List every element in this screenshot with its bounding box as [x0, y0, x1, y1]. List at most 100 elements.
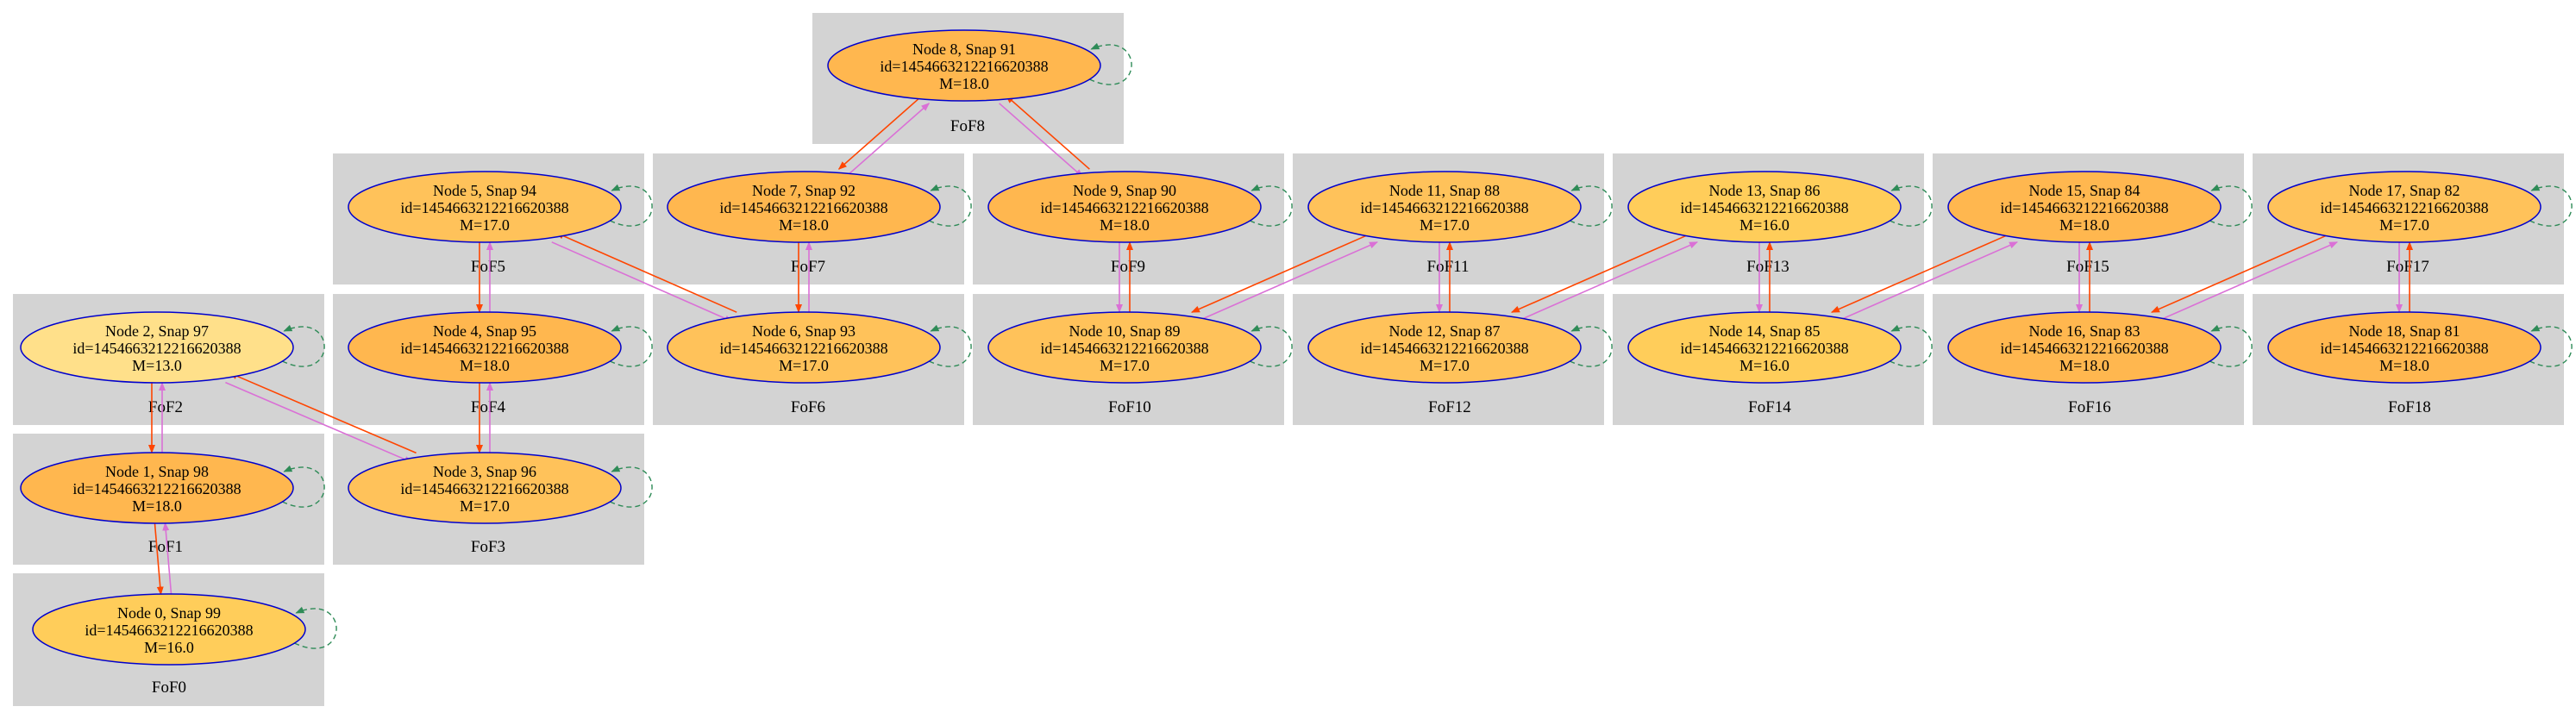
node-ellipse[interactable]	[827, 29, 1101, 102]
tree-node-17[interactable]: Node 17, Snap 82id=1454663212216620388M=…	[2267, 171, 2573, 243]
descendant-edge	[162, 522, 172, 594]
node-ellipse[interactable]	[667, 171, 941, 243]
self-loop-edge	[1250, 324, 1293, 367]
node-ellipse[interactable]	[1627, 171, 1902, 243]
cluster-label: FoF3	[471, 538, 505, 556]
node-mass: M=18.0	[132, 497, 182, 515]
self-loop-edge	[2529, 324, 2573, 367]
tree-node-11[interactable]: Node 11, Snap 88id=1454663212216620388M=…	[1307, 171, 1613, 243]
cluster-label: FoF14	[1748, 398, 1791, 416]
node-title: Node 1, Snap 98	[105, 463, 209, 480]
tree-node-9[interactable]: Node 9, Snap 90id=1454663212216620388M=1…	[987, 171, 1293, 243]
node-mass: M=13.0	[132, 357, 182, 374]
node-ellipse[interactable]	[987, 171, 1262, 243]
node-mass: M=18.0	[2059, 357, 2109, 374]
self-loop-edge	[1890, 324, 1933, 367]
tree-node-13[interactable]: Node 13, Snap 86id=1454663212216620388M=…	[1627, 171, 1933, 243]
node-title: Node 18, Snap 81	[2349, 322, 2460, 340]
self-loop-edge	[1570, 184, 1613, 227]
tree-node-7[interactable]: Node 7, Snap 92id=1454663212216620388M=1…	[667, 171, 972, 243]
self-loop-edge	[1250, 184, 1293, 227]
descendant-edge	[225, 381, 413, 464]
node-id: id=1454663212216620388	[2320, 340, 2488, 357]
edge-layer	[148, 95, 2413, 596]
descendant-edge	[1195, 241, 1378, 322]
self-loop-edge	[929, 324, 972, 367]
node-title: Node 14, Snap 85	[1709, 322, 1821, 340]
node-title: Node 4, Snap 95	[433, 322, 536, 340]
node-title: Node 12, Snap 87	[1389, 322, 1501, 340]
self-loop-edge	[2209, 184, 2253, 227]
cluster-label: FoF16	[2068, 398, 2111, 416]
cluster-label: FoF8	[950, 117, 985, 135]
node-ellipse[interactable]	[2267, 311, 2542, 384]
self-loop-edge	[2529, 184, 2573, 227]
cluster-label: FoF9	[1111, 258, 1145, 276]
tree-node-12[interactable]: Node 12, Snap 87id=1454663212216620388M=…	[1307, 311, 1613, 384]
node-ellipse[interactable]	[348, 171, 622, 243]
node-ellipse[interactable]	[1307, 311, 1582, 384]
node-mass: M=17.0	[2379, 216, 2429, 234]
progenitor-edge	[837, 95, 923, 170]
self-loop-edge	[1089, 42, 1132, 85]
progenitor-edge	[1511, 232, 1694, 313]
node-id: id=1454663212216620388	[85, 622, 253, 639]
tree-node-6[interactable]: Node 6, Snap 93id=1454663212216620388M=1…	[667, 311, 972, 384]
node-title: Node 11, Snap 88	[1389, 182, 1500, 199]
node-ellipse[interactable]	[1627, 311, 1902, 384]
tree-node-1[interactable]: Node 1, Snap 98id=1454663212216620388M=1…	[20, 452, 325, 524]
tree-node-15[interactable]: Node 15, Snap 84id=1454663212216620388M=…	[1947, 171, 2253, 243]
node-id: id=1454663212216620388	[719, 340, 887, 357]
cluster-label: FoF15	[2066, 258, 2109, 276]
tree-node-0[interactable]: Node 0, Snap 99id=1454663212216620388M=1…	[32, 593, 337, 666]
node-ellipse[interactable]	[1947, 171, 2222, 243]
tree-node-5[interactable]: Node 5, Snap 94id=1454663212216620388M=1…	[348, 171, 653, 243]
progenitor-edge	[1831, 232, 2014, 313]
node-id: id=1454663212216620388	[400, 199, 568, 216]
progenitor-edge	[154, 523, 164, 596]
node-ellipse[interactable]	[1947, 311, 2222, 384]
node-ellipse[interactable]	[2267, 171, 2542, 243]
tree-node-8[interactable]: Node 8, Snap 91id=1454663212216620388M=1…	[827, 29, 1132, 102]
node-id: id=1454663212216620388	[2000, 340, 2168, 357]
tree-node-3[interactable]: Node 3, Snap 96id=1454663212216620388M=1…	[348, 452, 653, 524]
node-layer: Node 0, Snap 99id=1454663212216620388M=1…	[20, 29, 2573, 666]
node-ellipse[interactable]	[1307, 171, 1582, 243]
node-title: Node 16, Snap 83	[2029, 322, 2140, 340]
node-title: Node 8, Snap 91	[912, 41, 1016, 58]
node-id: id=1454663212216620388	[1360, 340, 1528, 357]
node-ellipse[interactable]	[32, 593, 306, 666]
cluster-label: FoF17	[2386, 258, 2429, 276]
node-mass: M=17.0	[1420, 216, 1470, 234]
node-title: Node 7, Snap 92	[752, 182, 856, 199]
descendant-edge	[2155, 241, 2338, 322]
tree-node-16[interactable]: Node 16, Snap 83id=1454663212216620388M=…	[1947, 311, 2253, 384]
tree-node-14[interactable]: Node 14, Snap 85id=1454663212216620388M=…	[1627, 311, 1933, 384]
tree-node-4[interactable]: Node 4, Snap 95id=1454663212216620388M=1…	[348, 311, 653, 384]
node-title: Node 5, Snap 94	[433, 182, 536, 199]
self-loop-edge	[610, 184, 653, 227]
node-mass: M=18.0	[939, 75, 989, 92]
cluster-label: FoF18	[2388, 398, 2431, 416]
node-ellipse[interactable]	[667, 311, 941, 384]
tree-node-10[interactable]: Node 10, Snap 89id=1454663212216620388M=…	[987, 311, 1293, 384]
progenitor-edge	[2151, 232, 2334, 313]
node-mass: M=17.0	[779, 357, 829, 374]
tree-node-2[interactable]: Node 2, Snap 97id=1454663212216620388M=1…	[20, 311, 325, 384]
node-mass: M=17.0	[460, 497, 510, 515]
node-id: id=1454663212216620388	[400, 480, 568, 497]
node-ellipse[interactable]	[348, 452, 622, 524]
cluster-label: FoF6	[791, 398, 825, 416]
node-id: id=1454663212216620388	[1680, 199, 1848, 216]
node-mass: M=17.0	[1100, 357, 1150, 374]
node-ellipse[interactable]	[348, 311, 622, 384]
cluster-label: FoF13	[1746, 258, 1789, 276]
tree-node-18[interactable]: Node 18, Snap 81id=1454663212216620388M=…	[2267, 311, 2573, 384]
node-mass: M=18.0	[460, 357, 510, 374]
node-mass: M=18.0	[779, 216, 829, 234]
node-ellipse[interactable]	[20, 311, 294, 384]
node-mass: M=17.0	[1420, 357, 1470, 374]
node-ellipse[interactable]	[20, 452, 294, 524]
node-ellipse[interactable]	[987, 311, 1262, 384]
